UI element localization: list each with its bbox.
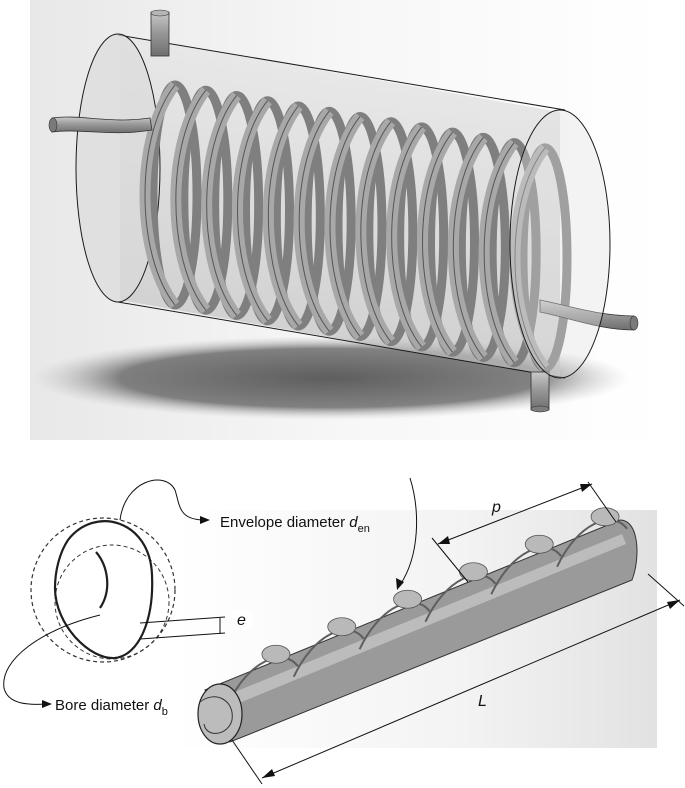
tube-twist-ridge xyxy=(424,574,497,623)
tube-twist-ridge xyxy=(358,601,431,650)
coil-turn-back xyxy=(271,101,325,331)
left-inlet-pipe-end xyxy=(48,117,58,133)
L-arrow-left xyxy=(262,769,275,778)
e-label-box xyxy=(232,610,252,630)
coil-turn-edge xyxy=(298,110,330,332)
tube-twist-crest xyxy=(590,507,620,527)
tube-twist-crest xyxy=(393,589,422,609)
coil-turn-edge xyxy=(422,131,453,353)
heat-exchanger-render xyxy=(30,0,660,440)
coil-turn-edge xyxy=(206,95,238,316)
coil-turn-edge xyxy=(514,147,546,369)
e-ext-top xyxy=(139,616,226,624)
top-nozzle xyxy=(150,11,170,57)
tube-cross-section xyxy=(53,520,154,660)
coil-turn-edge xyxy=(237,100,268,322)
helical-coil xyxy=(139,80,572,373)
shell-bottom-edge xyxy=(117,301,566,379)
pitch-label: p xyxy=(491,499,501,516)
coil-turn-edge xyxy=(267,105,299,327)
L-ext-left xyxy=(231,739,263,785)
tube-end-twist xyxy=(199,696,233,734)
tube-twist-crest xyxy=(327,617,357,637)
shell-top-edge xyxy=(117,34,566,111)
e-ext-bottom xyxy=(139,632,226,640)
right-outlet-pipe-end xyxy=(629,315,639,331)
twisted-tube-detail: Envelope diameter den Bore diameter db e… xyxy=(3,477,685,785)
bore-leader-arrow xyxy=(42,700,52,708)
shell-right-cap xyxy=(509,109,611,379)
L-arrow-right xyxy=(667,600,680,609)
tube-twist-ridge xyxy=(292,629,365,678)
p-ext-left xyxy=(431,537,469,583)
coil-turn-edge xyxy=(483,142,515,363)
L-dimension xyxy=(261,599,681,779)
p-dimension xyxy=(437,483,593,545)
envelope-circle xyxy=(30,517,176,663)
twisted-tube xyxy=(204,507,638,743)
p-ext-right xyxy=(587,481,617,523)
left-inlet-pipe xyxy=(51,116,153,134)
coil-turn-edge xyxy=(452,137,484,358)
bore-circle xyxy=(54,544,170,660)
p-arrow-right xyxy=(580,484,592,492)
tube-pointer-arrow xyxy=(396,578,404,590)
coil-turn-edge xyxy=(329,116,361,337)
twisted-tube-highlight xyxy=(215,534,626,710)
tube-twist-ridge xyxy=(490,546,563,595)
bore-diameter-label: Bore diameter db xyxy=(55,697,168,718)
coil-turn-edge xyxy=(360,121,392,343)
tube-pointer-curve xyxy=(399,477,417,586)
tube-twist-crest xyxy=(524,534,554,554)
length-label: L xyxy=(478,693,487,710)
coil-turn-edge xyxy=(144,84,176,306)
bottom-nozzle xyxy=(530,371,550,411)
bore-leader-line xyxy=(3,614,101,705)
tube-twist-ridge xyxy=(556,519,628,568)
envelope-leader-arrow xyxy=(200,516,210,524)
tube-twist-crest xyxy=(459,562,488,582)
p-arrow-left xyxy=(438,536,450,544)
bottom-nozzle-end xyxy=(530,405,550,413)
coil-turn-edge xyxy=(175,89,207,311)
envelope-diameter-label: Envelope diameter den xyxy=(220,514,370,535)
tube-twist-crest xyxy=(261,644,291,664)
top-nozzle-end xyxy=(150,9,170,17)
coil-turn-edge xyxy=(391,126,423,348)
envelope-leader-line xyxy=(119,479,206,521)
tube-end-face xyxy=(197,683,243,745)
shell-left-cap xyxy=(75,33,161,303)
eccentricity-label: e xyxy=(237,612,246,629)
